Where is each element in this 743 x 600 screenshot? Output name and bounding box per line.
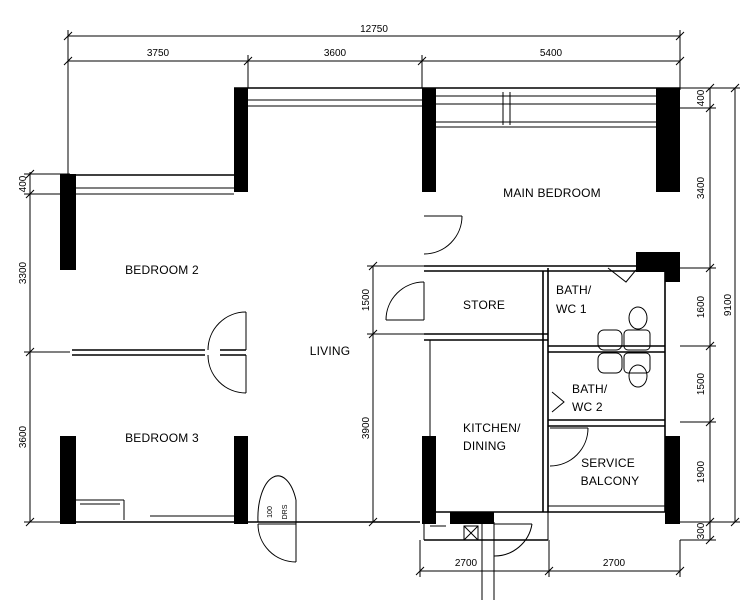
column <box>665 436 680 524</box>
left-segment-1-label: 400 <box>18 175 29 192</box>
column <box>656 88 680 192</box>
column <box>422 436 436 524</box>
bedroom-2-label: BEDROOM 2 <box>125 263 199 277</box>
bottom-segment-1-label: 2700 <box>455 558 478 569</box>
column <box>450 512 494 524</box>
kitchen-height-label: 3900 <box>361 416 372 439</box>
store-label: STORE <box>463 298 505 312</box>
top-dimensions: 12750 3750 3600 5400 <box>63 24 685 175</box>
solid-walls <box>60 88 680 524</box>
bedroom-3-label: BEDROOM 3 <box>125 431 199 445</box>
entrance-label-line1: 100 <box>267 506 274 518</box>
column <box>665 252 680 282</box>
kitchen-label-line2: DINING <box>463 439 506 453</box>
main-bedroom-label: MAIN BEDROOM <box>503 186 601 200</box>
left-segment-2-label: 3300 <box>18 261 29 284</box>
overall-width-label: 12750 <box>360 24 388 35</box>
top-segment-2-label: 3600 <box>324 48 347 59</box>
bottom-dimensions: 2700 2700 <box>415 540 685 577</box>
store-height-label: 1500 <box>361 288 372 311</box>
right-segment-1-label: 400 <box>696 89 707 106</box>
column <box>422 88 436 192</box>
room-labels: MAIN BEDROOM BEDROOM 2 BEDROOM 3 LIVING … <box>125 186 639 519</box>
bath-wc1-label-line1: BATH/ <box>556 283 592 297</box>
kitchen-label-line1: KITCHEN/ <box>463 421 521 435</box>
inner-dimensions: 1500 3900 <box>361 261 424 527</box>
bath-wc1-label-line2: WC 1 <box>556 302 587 316</box>
bath-wc2-label-line2: WC 2 <box>572 400 603 414</box>
doors <box>207 215 637 600</box>
right-segment-5-label: 1900 <box>696 460 707 483</box>
bathroom-fixtures <box>597 306 651 388</box>
column <box>234 436 248 524</box>
bath-wc2-label-line1: BATH/ <box>572 382 608 396</box>
right-segment-2-label: 3400 <box>696 176 707 199</box>
right-segment-3-label: 1600 <box>696 295 707 318</box>
wall-outlines <box>60 87 680 541</box>
right-segment-6-label: 300 <box>696 522 707 539</box>
bottom-segment-2-label: 2700 <box>603 558 626 569</box>
service-balcony-label-line2: BALCONY <box>581 474 640 488</box>
left-segment-3-label: 3600 <box>18 425 29 448</box>
living-label: LIVING <box>310 344 351 358</box>
service-balcony-label-line1: SERVICE <box>581 456 635 470</box>
top-segment-3-label: 5400 <box>540 48 563 59</box>
entrance-label-line2: DRS <box>282 504 289 519</box>
column <box>60 436 76 524</box>
right-dimensions: 400 3400 1600 1500 1900 300 9100 <box>680 83 740 545</box>
column <box>60 174 76 270</box>
top-segment-1-label: 3750 <box>147 48 170 59</box>
right-segment-4-label: 1500 <box>696 372 707 395</box>
right-total-label: 9100 <box>723 293 734 316</box>
column <box>234 88 248 192</box>
